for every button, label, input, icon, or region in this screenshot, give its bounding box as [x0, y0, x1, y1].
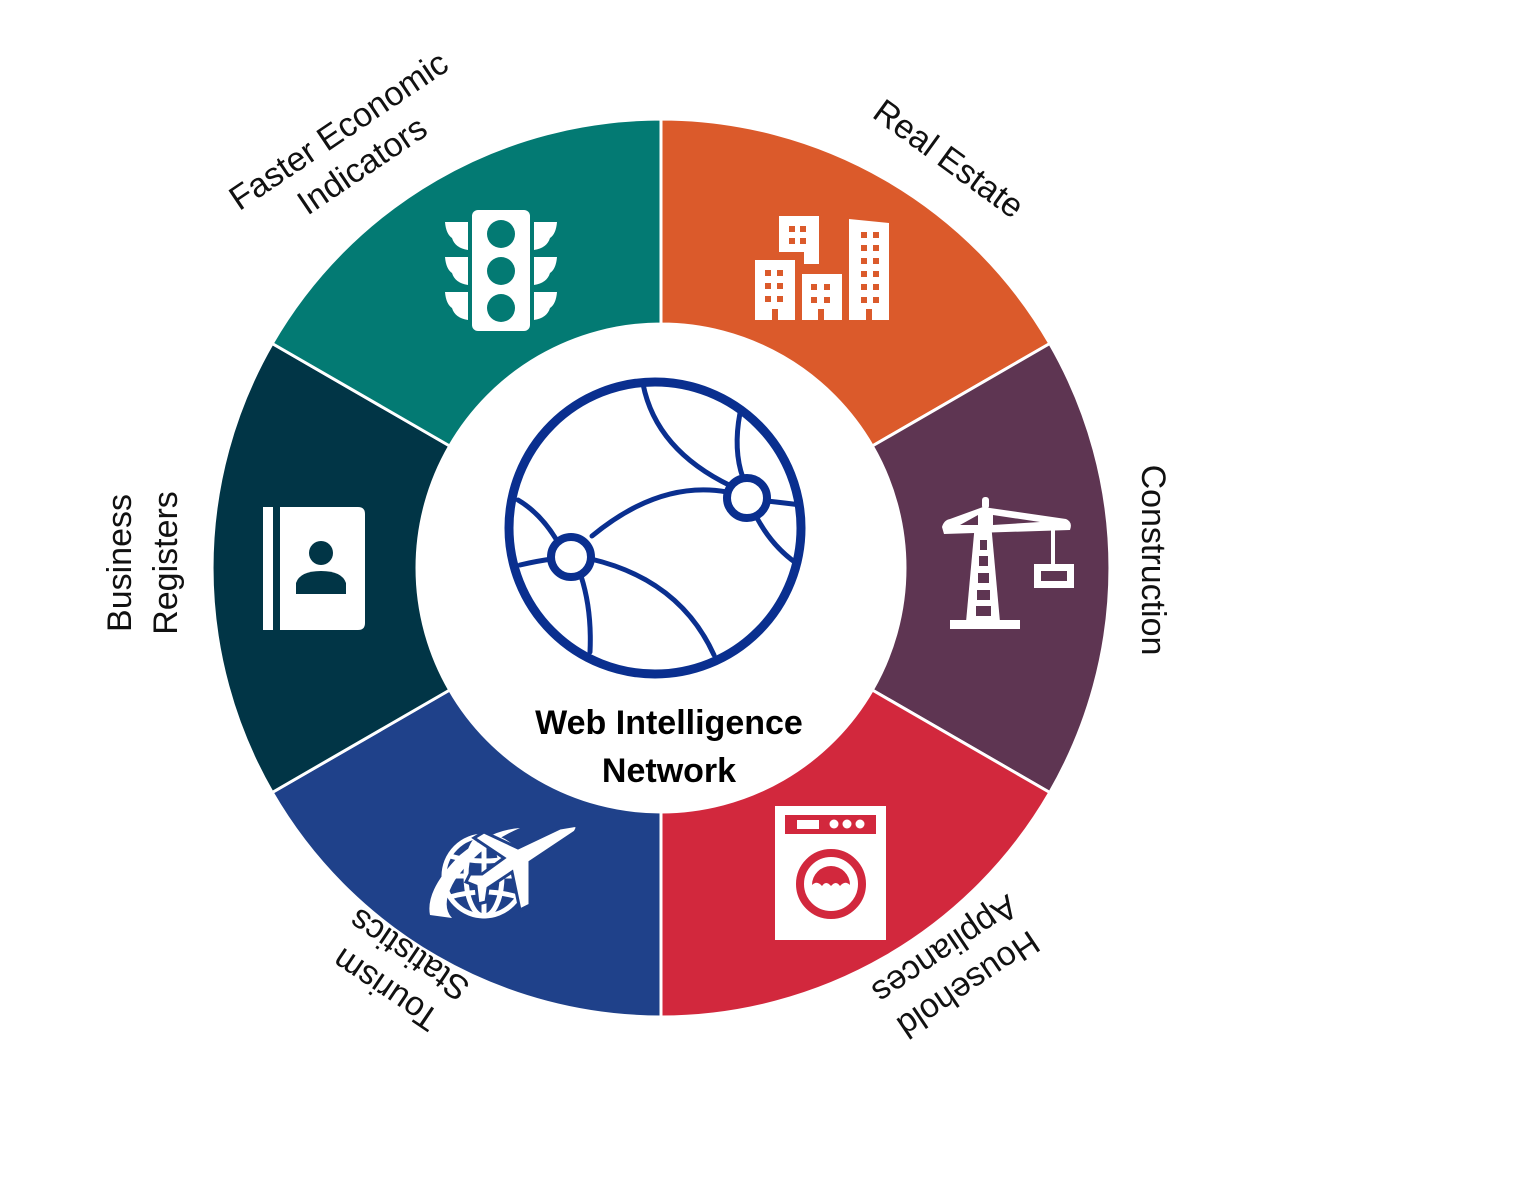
contact-book-icon	[263, 507, 365, 630]
crane-icon	[942, 497, 1074, 629]
network-globe-icon	[504, 377, 806, 679]
svg-text:Business: Business	[101, 494, 139, 632]
center-title-line2: Network	[602, 752, 736, 790]
center-title-line1: Web Intelligence	[535, 704, 803, 742]
center-disc	[419, 326, 903, 810]
svg-text:Registers: Registers	[147, 491, 185, 635]
traffic-light-icon	[445, 210, 557, 331]
washing-machine-icon	[775, 806, 886, 940]
label-business-registers: Business Registers	[101, 491, 185, 635]
buildings-icon	[755, 216, 889, 320]
svg-text:Construction: Construction	[1134, 465, 1172, 656]
airplane-globe-icon	[429, 824, 579, 919]
label-construction: Construction	[1134, 465, 1172, 656]
